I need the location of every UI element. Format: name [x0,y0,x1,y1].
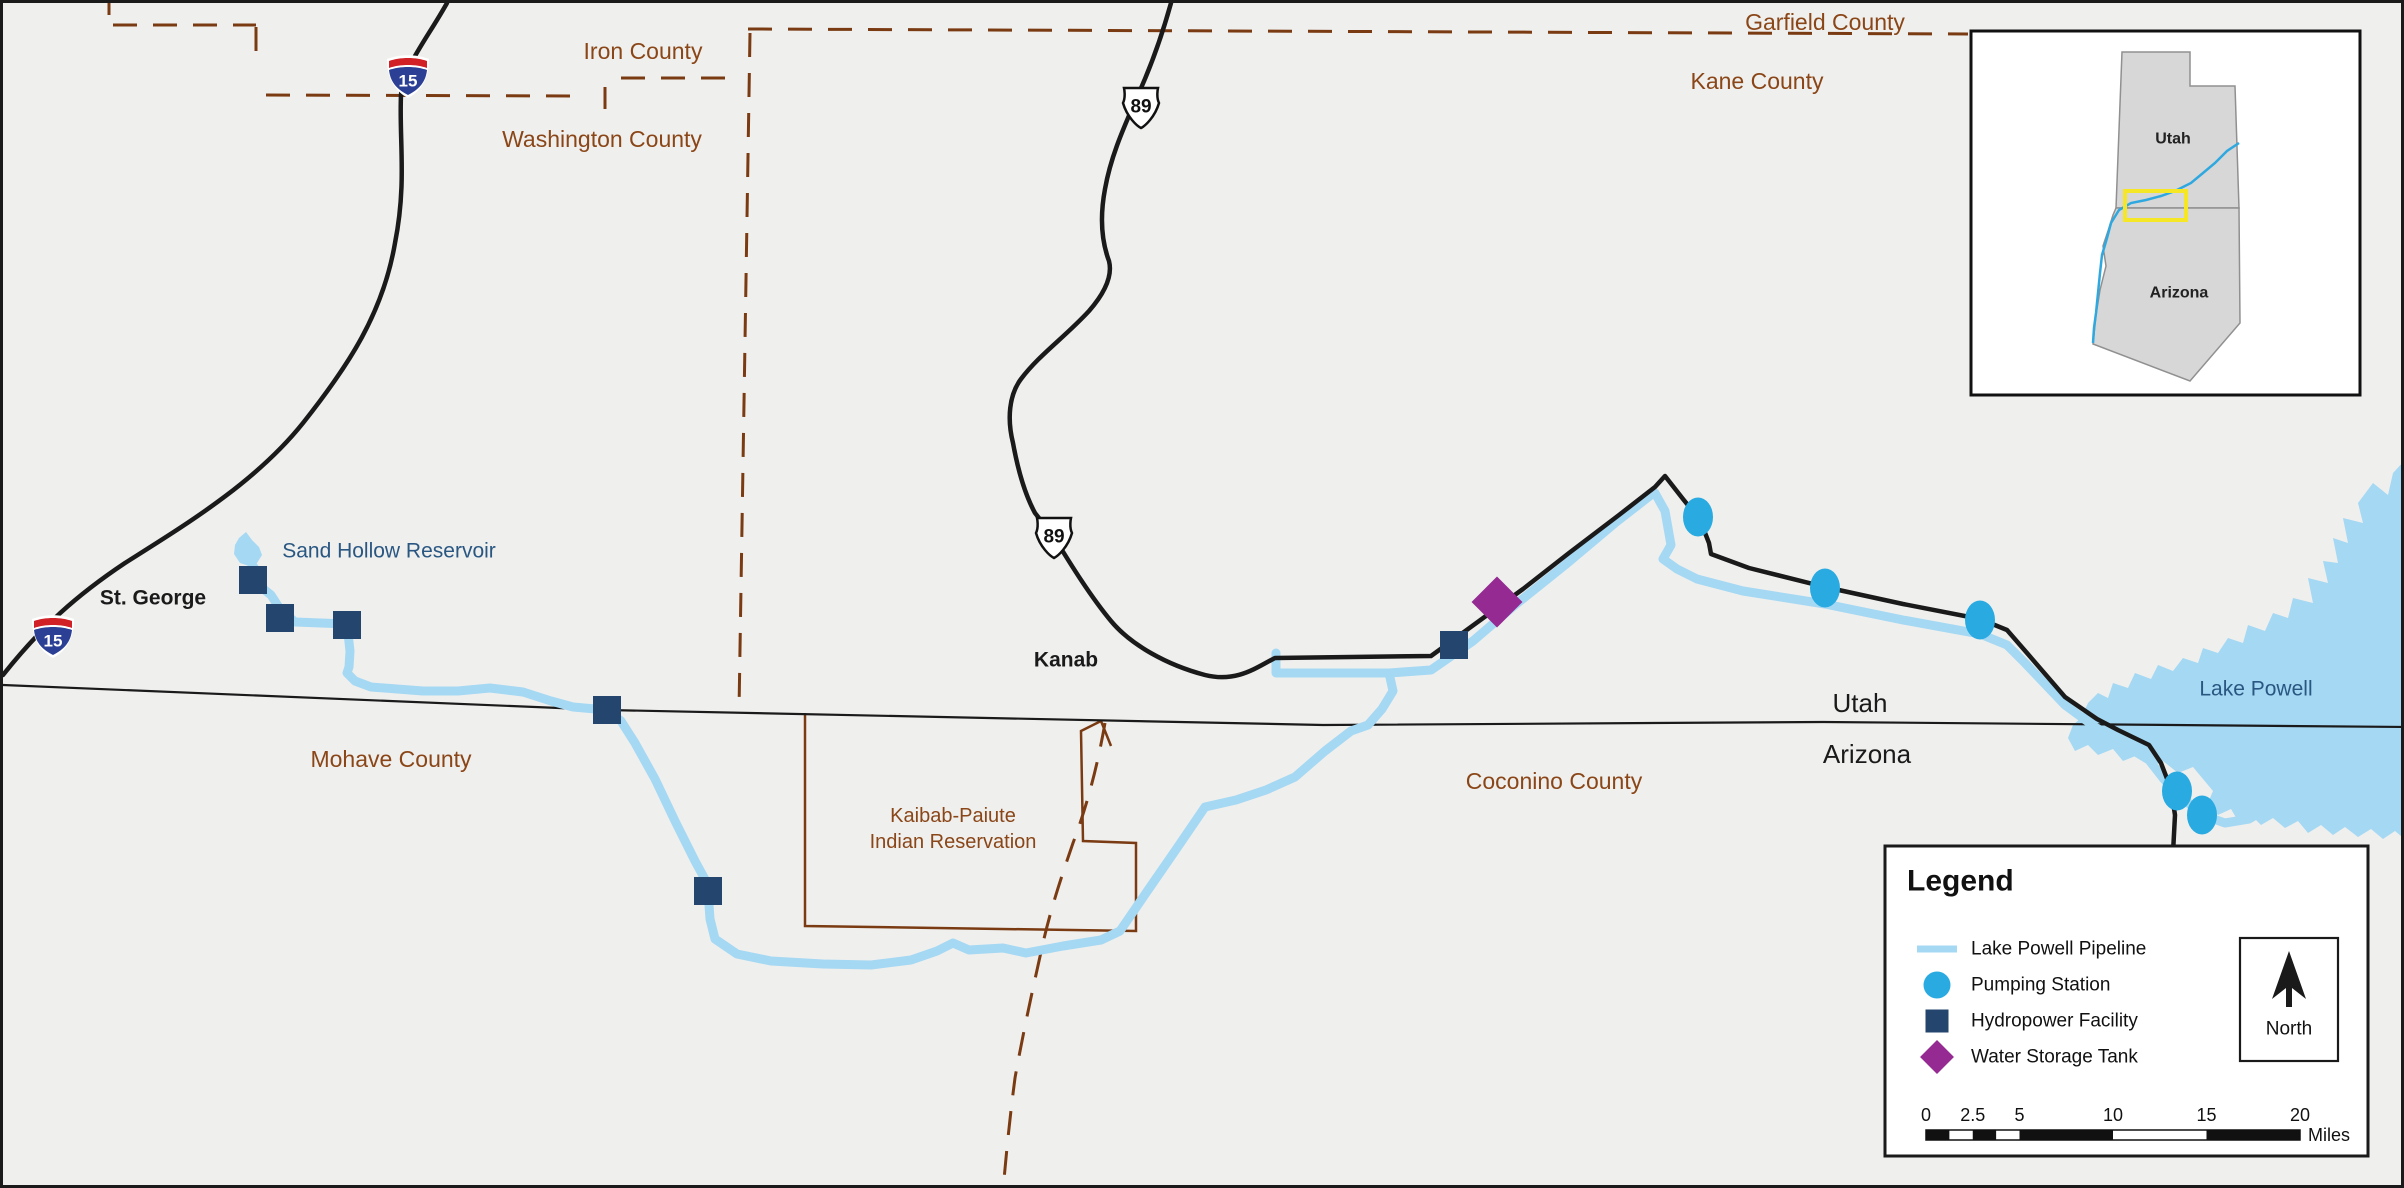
hydropower-facility-marker-6 [1440,631,1468,659]
water-bodies [234,464,2401,839]
us-89-shield-icon-3: 89 [1121,86,1161,130]
reservation-dash [1099,720,1113,747]
legend-item-pipeline: Lake Powell Pipeline [1917,939,2146,960]
reservation-boundary [803,713,1138,933]
hydropower-facility-marker-3 [333,611,361,639]
label-reservation-line1: Kaibab-Paiute [890,805,1016,827]
legend-item-label: Pumping Station [1971,975,2110,996]
label-water-sand-hollow-reservoir: Sand Hollow Reservoir [282,540,496,563]
scale-tick-15: 15 [2196,1105,2216,1125]
legend-item-label: Lake Powell Pipeline [1971,939,2146,960]
scale-unit-label: Miles [2308,1125,2350,1145]
county-line-vertical [737,32,752,712]
interstate-15-road [3,3,450,678]
scale-bar-segment-1 [1926,1130,1950,1140]
svg-text:89: 89 [1130,97,1151,118]
pumping-station-marker-2 [1810,568,1840,608]
roads [3,3,2178,922]
svg-text:89: 89 [1043,527,1064,548]
inset-label-arizona: Arizona [2150,285,2209,302]
county-line-top [747,27,1969,36]
pumping-station-marker-5 [2187,795,2217,835]
label-county-washington: Washington County [502,126,702,152]
legend-item-label: Hydropower Facility [1971,1011,2138,1032]
water-storage-tank-marker-1 [1471,576,1523,628]
inset-label-utah: Utah [2155,131,2191,148]
legend-pumping-station-icon [1923,971,1951,999]
map-markers [239,497,2217,905]
scale-tick-5: 5 [2014,1105,2024,1125]
label-city-kanab: Kanab [1034,649,1098,672]
scale-tick-2.5: 2.5 [1960,1105,1985,1125]
hydropower-facility-marker-2 [266,604,294,632]
pumping-station-marker-1 [1683,497,1713,537]
legend-hydropower-icon [1925,1009,1949,1033]
scale-bar-outline [1925,1129,2301,1141]
svg-text:15: 15 [399,72,418,91]
scale-tick-20: 20 [2290,1105,2310,1125]
label-water-lake-powell: Lake Powell [2199,678,2312,701]
county-line-south [1002,722,1107,1185]
label-city-st-george: St. George [100,587,206,610]
state-border-line [3,683,2401,729]
scale-tick-0: 0 [1921,1105,1931,1125]
legend-item-label: Water Storage Tank [1971,1047,2138,1068]
label-county-mohave: Mohave County [310,746,472,772]
label-state-arizona: Arizona [1823,739,1912,769]
us-89-road [1007,3,2178,922]
scale-bar-segment-4 [2206,1130,2300,1140]
legend-item-water-storage-tank: Water Storage Tank [1920,1040,2138,1074]
scale-bar-segment-2 [1972,1130,1997,1140]
label-county-coconino: Coconino County [1466,768,1643,794]
highway-shields: 15 15 89 89 [32,55,1161,658]
legend-title: Legend [1907,865,2014,898]
label-state-utah: Utah [1833,688,1888,718]
interstate-15-shield-icon-1: 15 [387,55,429,98]
pumping-station-marker-3 [1965,600,1995,640]
north-label: North [2266,1019,2312,1040]
hydropower-facility-marker-4 [593,696,621,724]
legend-item-pumping-station: Pumping Station [1923,971,2110,999]
lake-powell-shape [2068,464,2401,839]
county-line-topleft [107,3,726,109]
sand-hollow-reservoir-shape [234,532,262,566]
label-county-kane: Kane County [1691,68,1824,94]
hydropower-facility-marker-5 [694,877,722,905]
interstate-15-shield-icon-2: 15 [32,615,74,658]
label-county-garfield: Garfield County [1745,9,1905,35]
us-89-shield-icon-4: 89 [1034,516,1074,560]
legend-item-hydropower-facility: Hydropower Facility [1925,1009,2138,1033]
inset-highlight-box [2123,189,2188,222]
scale-bar-segment-3 [2019,1130,2113,1140]
hydropower-facility-marker-1 [239,566,267,594]
north-arrow-icon [2272,951,2306,1007]
label-reservation-line2: Indian Reservation [870,831,1037,853]
legend-water-tank-icon [1920,1040,1954,1074]
label-county-iron: Iron County [584,38,703,64]
reservation-outline [803,713,1138,933]
county-boundaries [107,3,1969,1185]
svg-text:15: 15 [44,632,63,651]
pumping-station-marker-4 [2162,771,2192,811]
scale-tick-10: 10 [2103,1105,2123,1125]
